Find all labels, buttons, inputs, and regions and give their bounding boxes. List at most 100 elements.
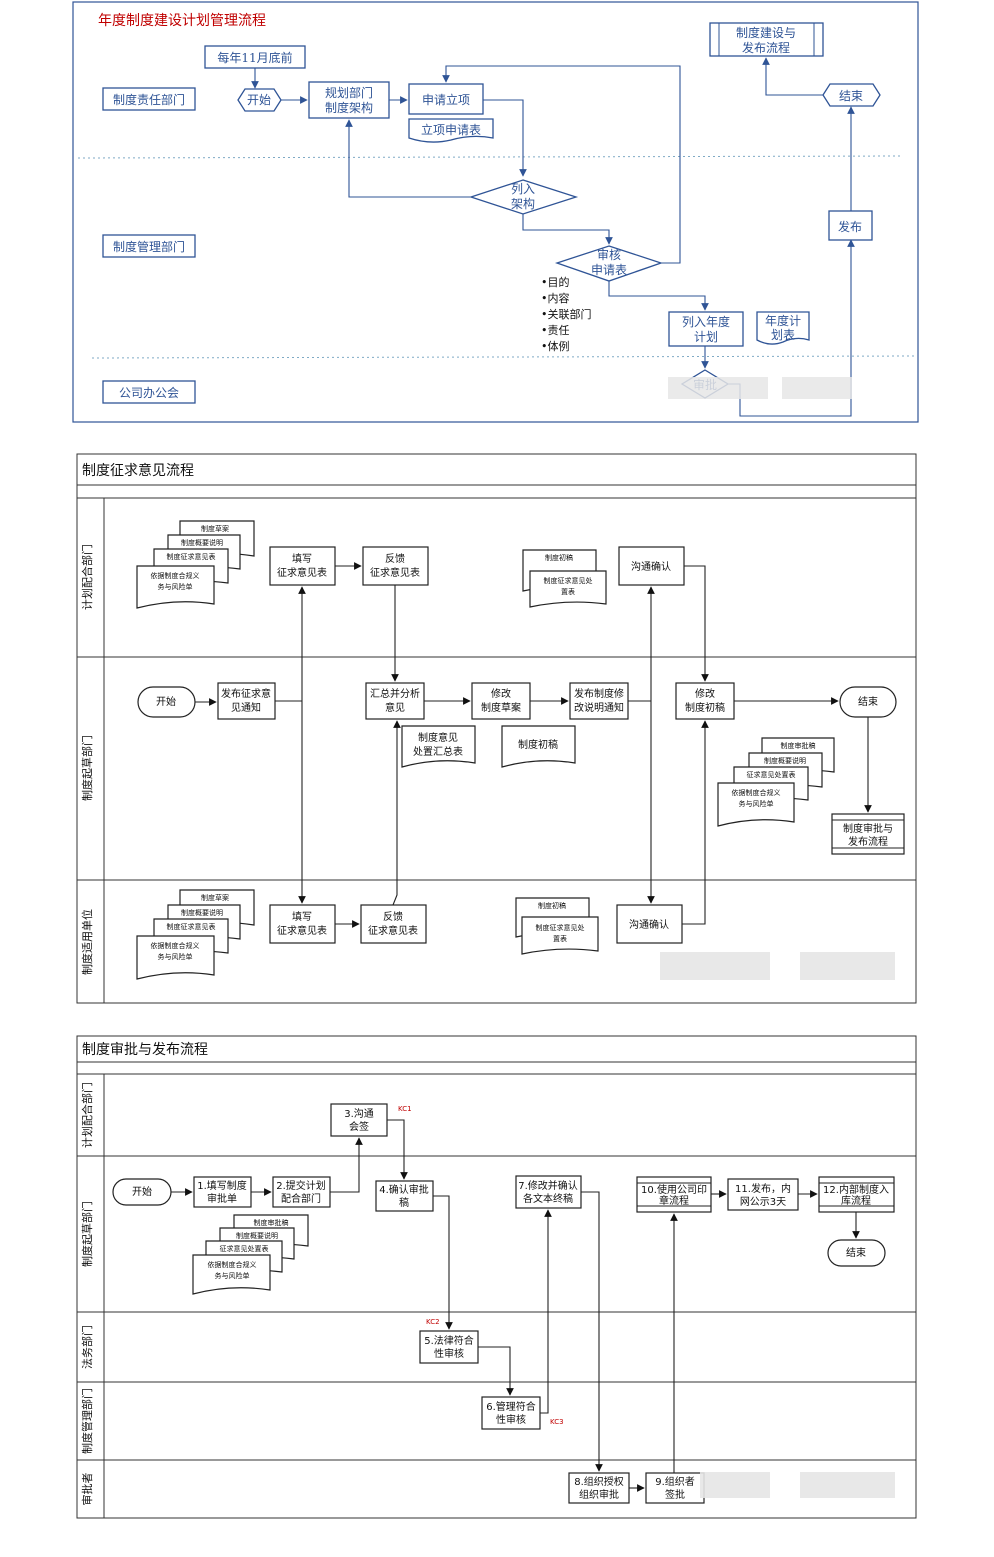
start-node-text: 开始 [156, 695, 176, 708]
node-text: 7.修改并确认 [518, 1179, 578, 1192]
doc-text: 制度意见 [418, 731, 458, 744]
node-text: 制度审批与 [843, 822, 893, 835]
step3-countersign [330, 1103, 388, 1137]
end-node-text: 结束 [846, 1246, 866, 1259]
node-text: 组织审批 [579, 1488, 619, 1501]
doc-text: 征求意见处置表 [747, 770, 796, 779]
lane-label-responsible-dept [102, 87, 196, 111]
fill-form-node-bottom [269, 904, 336, 944]
lane-label: 制度适用单位 [80, 909, 94, 975]
arrow [684, 565, 709, 682]
doc-text: 制度概要说明 [181, 908, 223, 917]
summarize-node [365, 682, 425, 720]
watermark-blur [800, 952, 895, 980]
arrow [682, 720, 709, 925]
doc-text: 制度审批稿 [781, 741, 816, 750]
publish-node [828, 210, 873, 241]
criteria-item: •体例 [541, 339, 570, 353]
node-text: 计划 [694, 330, 718, 344]
node-text: 列入年度 [682, 314, 730, 329]
doc-text: 制度概要说明 [181, 538, 223, 547]
node-text: 12.内部制度入 [823, 1183, 889, 1196]
node-text: 沟通确认 [631, 560, 671, 573]
doc-text: 制度征求意见表 [167, 922, 216, 931]
node-text: 各文本终稿 [523, 1192, 573, 1205]
node-text: 性审核 [434, 1347, 464, 1360]
end-node-text: 结束 [858, 695, 878, 708]
doc-text: 制度初稿 [518, 738, 558, 751]
lane-label: 制度管理部门 [80, 1388, 94, 1454]
node-text: 填写 [292, 910, 312, 923]
node-text: 发布征求意 [221, 687, 271, 700]
lane-label: 制度起草部门 [80, 735, 94, 801]
node-text: 制度架构 [325, 100, 373, 115]
end-node-text: 结束 [839, 89, 863, 103]
panel-approval-publish: 制度审批与发布流程 计划配合部门 制度起草部门 法务部门 制度管理部门 审批者 … [76, 1035, 917, 1519]
communicate-node-bottom [616, 904, 683, 944]
node-text: 9.组织者 [655, 1475, 695, 1488]
arrow [442, 65, 681, 264]
doc-stack-bottom: 制度草案 制度概要说明 制度征求意见表 依据制度合规义 务与风险单 [136, 889, 255, 980]
panel-comment-solicitation: 制度征求意见流程 计划配合部门 制度起草部门 制度适用单位 制度草案 制度概要说… [76, 453, 917, 1004]
doc-text: 依据制度合规义 [208, 1260, 257, 1269]
node-text: 征求意见表 [277, 924, 327, 937]
panel2-title: 制度征求意见流程 [82, 462, 194, 479]
feedback-node-bottom [360, 904, 427, 944]
node-text: 5.法律符合 [424, 1334, 474, 1347]
lane-label: 计划配合部门 [80, 544, 94, 610]
node-text: 网公示3天 [740, 1196, 786, 1208]
lane-divider [77, 155, 901, 159]
watermark-blur [800, 1472, 895, 1498]
criteria-item: •目的 [541, 275, 570, 289]
node-text: 填写 [292, 552, 312, 565]
end-node [827, 1239, 886, 1267]
lane-label-text: 公司办公会 [119, 385, 179, 400]
doc-stack-final: 制度审批稿 制度概要说明 征求意见处置表 依据制度合规义 务与风险单 [717, 737, 835, 827]
doc-text: 征求意见处置表 [220, 1244, 269, 1253]
node-text: 配合部门 [281, 1192, 321, 1205]
node-text: 见通知 [231, 701, 261, 714]
node-text: 审批单 [207, 1192, 237, 1205]
start-node-text: 开始 [247, 93, 271, 107]
node-text: 反馈 [385, 552, 405, 565]
node-text: 发布制度修 [574, 687, 624, 700]
lane-label: 计划配合部门 [80, 1082, 94, 1148]
arrow [483, 99, 527, 177]
lane-label-text: 制度管理部门 [113, 239, 185, 254]
node-text: 修改 [491, 687, 511, 700]
annual-plan-table-doc [756, 311, 810, 345]
panel1-title: 年度制度建设计划管理流程 [98, 13, 266, 29]
node-text: 意见 [385, 701, 405, 714]
summary-table-doc [401, 725, 476, 768]
node-text: 制度建设与 [736, 25, 796, 40]
node-text: 修改 [695, 687, 715, 700]
lane-label-management-dept [102, 234, 196, 258]
node-text: 规划部门 [325, 85, 373, 100]
node-text: 性审核 [496, 1413, 526, 1426]
node-text: 2.提交计划 [276, 1179, 326, 1192]
doc-text: 务与风险单 [158, 952, 193, 961]
arrow [762, 57, 823, 96]
step7-revise-final [515, 1175, 582, 1209]
watermark-blur [668, 377, 768, 399]
node-text: 制度草案 [481, 701, 521, 714]
criteria-item: •责任 [541, 324, 570, 337]
arrow [345, 119, 471, 198]
kc-marker: KC1 [398, 1105, 412, 1113]
timing-note-text: 每年11月底前 [217, 50, 292, 65]
arrow [608, 281, 709, 311]
step5-legal-review [419, 1330, 479, 1364]
panel3-frame [76, 1035, 917, 1519]
panel1-frame [72, 1, 919, 423]
revise-notice-node [569, 682, 629, 720]
fill-form-node-top [269, 546, 336, 586]
end-node [822, 83, 881, 107]
arrow [522, 214, 613, 245]
criteria-item: •内容 [541, 291, 570, 305]
arrow [392, 720, 401, 906]
step8-org-approval [568, 1472, 630, 1504]
publish-notice-node [217, 682, 276, 720]
doc-text: 制度征求意见处 [536, 923, 585, 932]
node-text: 4.确认审批 [379, 1183, 429, 1196]
arrow [433, 1195, 453, 1330]
